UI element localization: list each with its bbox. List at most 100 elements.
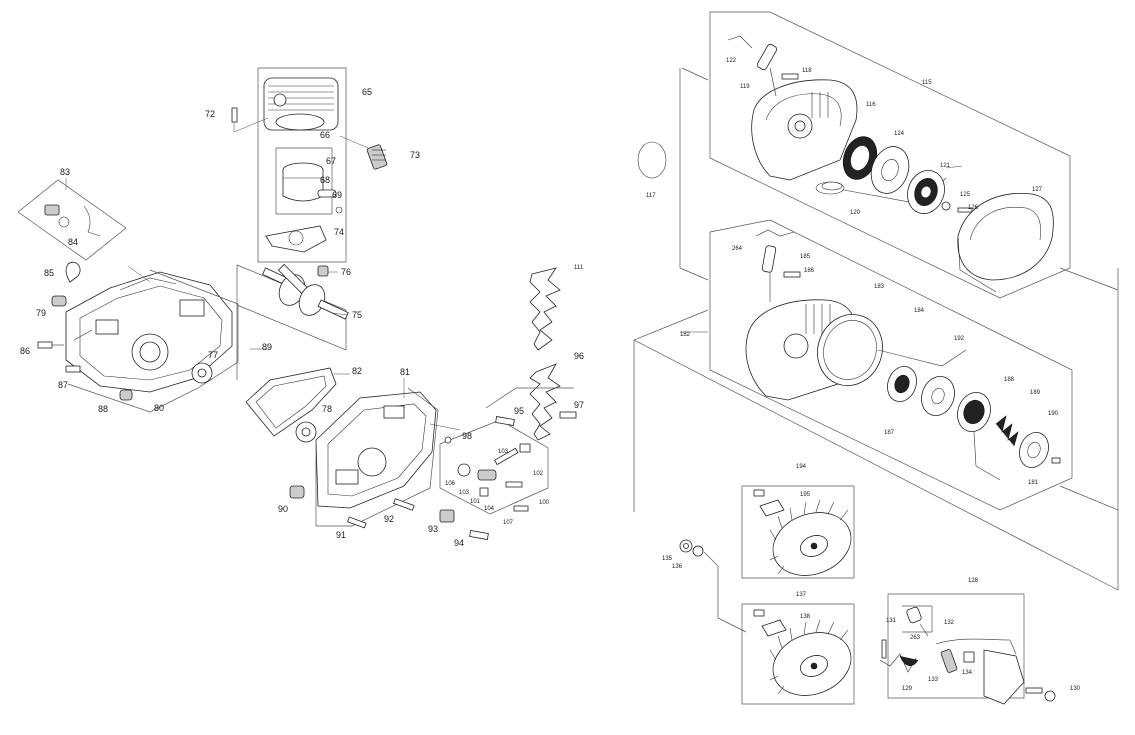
label-128: 128 bbox=[968, 578, 979, 584]
bumper-spike-96 bbox=[529, 363, 561, 441]
label-100: 100 bbox=[539, 500, 550, 506]
label-95: 95 bbox=[514, 406, 524, 416]
label-101: 101 bbox=[470, 499, 481, 505]
label-117: 117 bbox=[646, 193, 656, 199]
label-94: 94 bbox=[454, 538, 464, 548]
label-188: 188 bbox=[1004, 377, 1015, 383]
label-74: 74 bbox=[334, 227, 344, 237]
label-121: 121 bbox=[940, 163, 951, 169]
label-65: 65 bbox=[362, 87, 372, 97]
label-68: 68 bbox=[320, 175, 330, 185]
label-192: 192 bbox=[954, 336, 965, 342]
label-125: 125 bbox=[960, 192, 971, 198]
label-76: 76 bbox=[341, 267, 351, 277]
label-138: 138 bbox=[800, 614, 811, 620]
label-122: 122 bbox=[726, 58, 737, 64]
label-91: 91 bbox=[336, 530, 346, 540]
label-89: 89 bbox=[262, 342, 272, 352]
label-87: 87 bbox=[58, 380, 68, 390]
label-118: 118 bbox=[802, 68, 812, 74]
label-86: 86 bbox=[20, 346, 30, 356]
label-93: 93 bbox=[428, 524, 438, 534]
label-184: 184 bbox=[914, 308, 925, 314]
seal-group: 83 84 bbox=[17, 167, 127, 261]
label-130: 130 bbox=[1070, 686, 1081, 692]
flywheel-group-194 bbox=[741, 485, 855, 579]
label-92: 92 bbox=[384, 514, 394, 524]
gasket-part bbox=[265, 225, 327, 253]
label-102: 102 bbox=[533, 471, 544, 477]
label-129: 129 bbox=[902, 686, 913, 692]
label-82: 82 bbox=[352, 366, 362, 376]
label-116: 116 bbox=[866, 102, 876, 108]
starter-group-115 bbox=[709, 11, 1071, 299]
label-190: 190 bbox=[1048, 411, 1059, 417]
label-131: 131 bbox=[886, 618, 897, 624]
cover-ring-part bbox=[817, 314, 883, 386]
cylinder-part bbox=[263, 77, 339, 131]
crankshaft-part bbox=[262, 263, 349, 320]
label-98: 98 bbox=[462, 431, 472, 441]
label-182: 182 bbox=[680, 332, 691, 338]
oil-pump-group bbox=[439, 419, 549, 515]
label-90: 90 bbox=[278, 504, 288, 514]
bumper-spike-111 bbox=[529, 267, 561, 351]
label-135: 135 bbox=[662, 556, 673, 562]
label-263: 263 bbox=[910, 635, 921, 641]
label-107: 107 bbox=[503, 520, 514, 526]
label-185: 185 bbox=[800, 254, 811, 260]
label-115: 115 bbox=[922, 80, 932, 86]
label-67: 67 bbox=[326, 156, 336, 166]
ignition-coil-part bbox=[983, 649, 1025, 705]
label-187: 187 bbox=[884, 430, 895, 436]
starter-handle-part bbox=[756, 43, 778, 71]
label-127: 127 bbox=[1032, 187, 1043, 193]
spark-plug-part bbox=[366, 144, 388, 170]
label-119: 119 bbox=[740, 84, 750, 90]
label-136: 136 bbox=[672, 564, 683, 570]
label-137: 137 bbox=[796, 592, 807, 598]
label-103b: 103 bbox=[459, 490, 470, 496]
label-97: 97 bbox=[574, 400, 584, 410]
flywheel-group-137 bbox=[741, 603, 855, 705]
label-181: 181 bbox=[1028, 480, 1039, 486]
label-120: 120 bbox=[850, 210, 861, 216]
fan-housing-part bbox=[751, 79, 858, 181]
crankcase-left-part bbox=[65, 271, 233, 393]
label-134: 134 bbox=[962, 670, 973, 676]
label-189: 189 bbox=[1030, 390, 1041, 396]
label-264: 264 bbox=[732, 246, 743, 252]
label-84: 84 bbox=[68, 237, 78, 247]
label-66: 66 bbox=[320, 130, 330, 140]
ignition-group bbox=[879, 593, 1056, 705]
label-133: 133 bbox=[928, 677, 939, 683]
label-78: 78 bbox=[322, 404, 332, 414]
label-96: 96 bbox=[574, 351, 584, 361]
label-195: 195 bbox=[800, 492, 811, 498]
piston-part bbox=[282, 162, 343, 214]
cylinder-group: 65 66 67 68 69 72 73 74 bbox=[205, 67, 420, 263]
crankcase-right-part bbox=[315, 391, 437, 509]
label-75: 75 bbox=[352, 310, 362, 320]
pulley-part bbox=[870, 146, 910, 194]
label-69: 69 bbox=[332, 190, 342, 200]
label-104: 104 bbox=[484, 506, 495, 512]
label-85: 85 bbox=[44, 268, 54, 278]
label-186: 186 bbox=[804, 268, 815, 274]
label-73: 73 bbox=[410, 150, 420, 160]
label-77: 77 bbox=[208, 350, 218, 360]
label-194: 194 bbox=[796, 464, 807, 470]
case-gasket-part bbox=[245, 367, 337, 437]
label-88: 88 bbox=[98, 404, 108, 414]
label-81: 81 bbox=[400, 367, 410, 377]
label-72: 72 bbox=[205, 109, 215, 119]
ring-part bbox=[637, 141, 667, 179]
label-132: 132 bbox=[944, 620, 955, 626]
label-124: 124 bbox=[894, 131, 905, 137]
label-106: 106 bbox=[445, 481, 456, 487]
label-183: 183 bbox=[874, 284, 885, 290]
label-103: 103 bbox=[498, 449, 509, 455]
label-79: 79 bbox=[36, 308, 46, 318]
crankshaft-group: 76 75 bbox=[236, 263, 362, 380]
